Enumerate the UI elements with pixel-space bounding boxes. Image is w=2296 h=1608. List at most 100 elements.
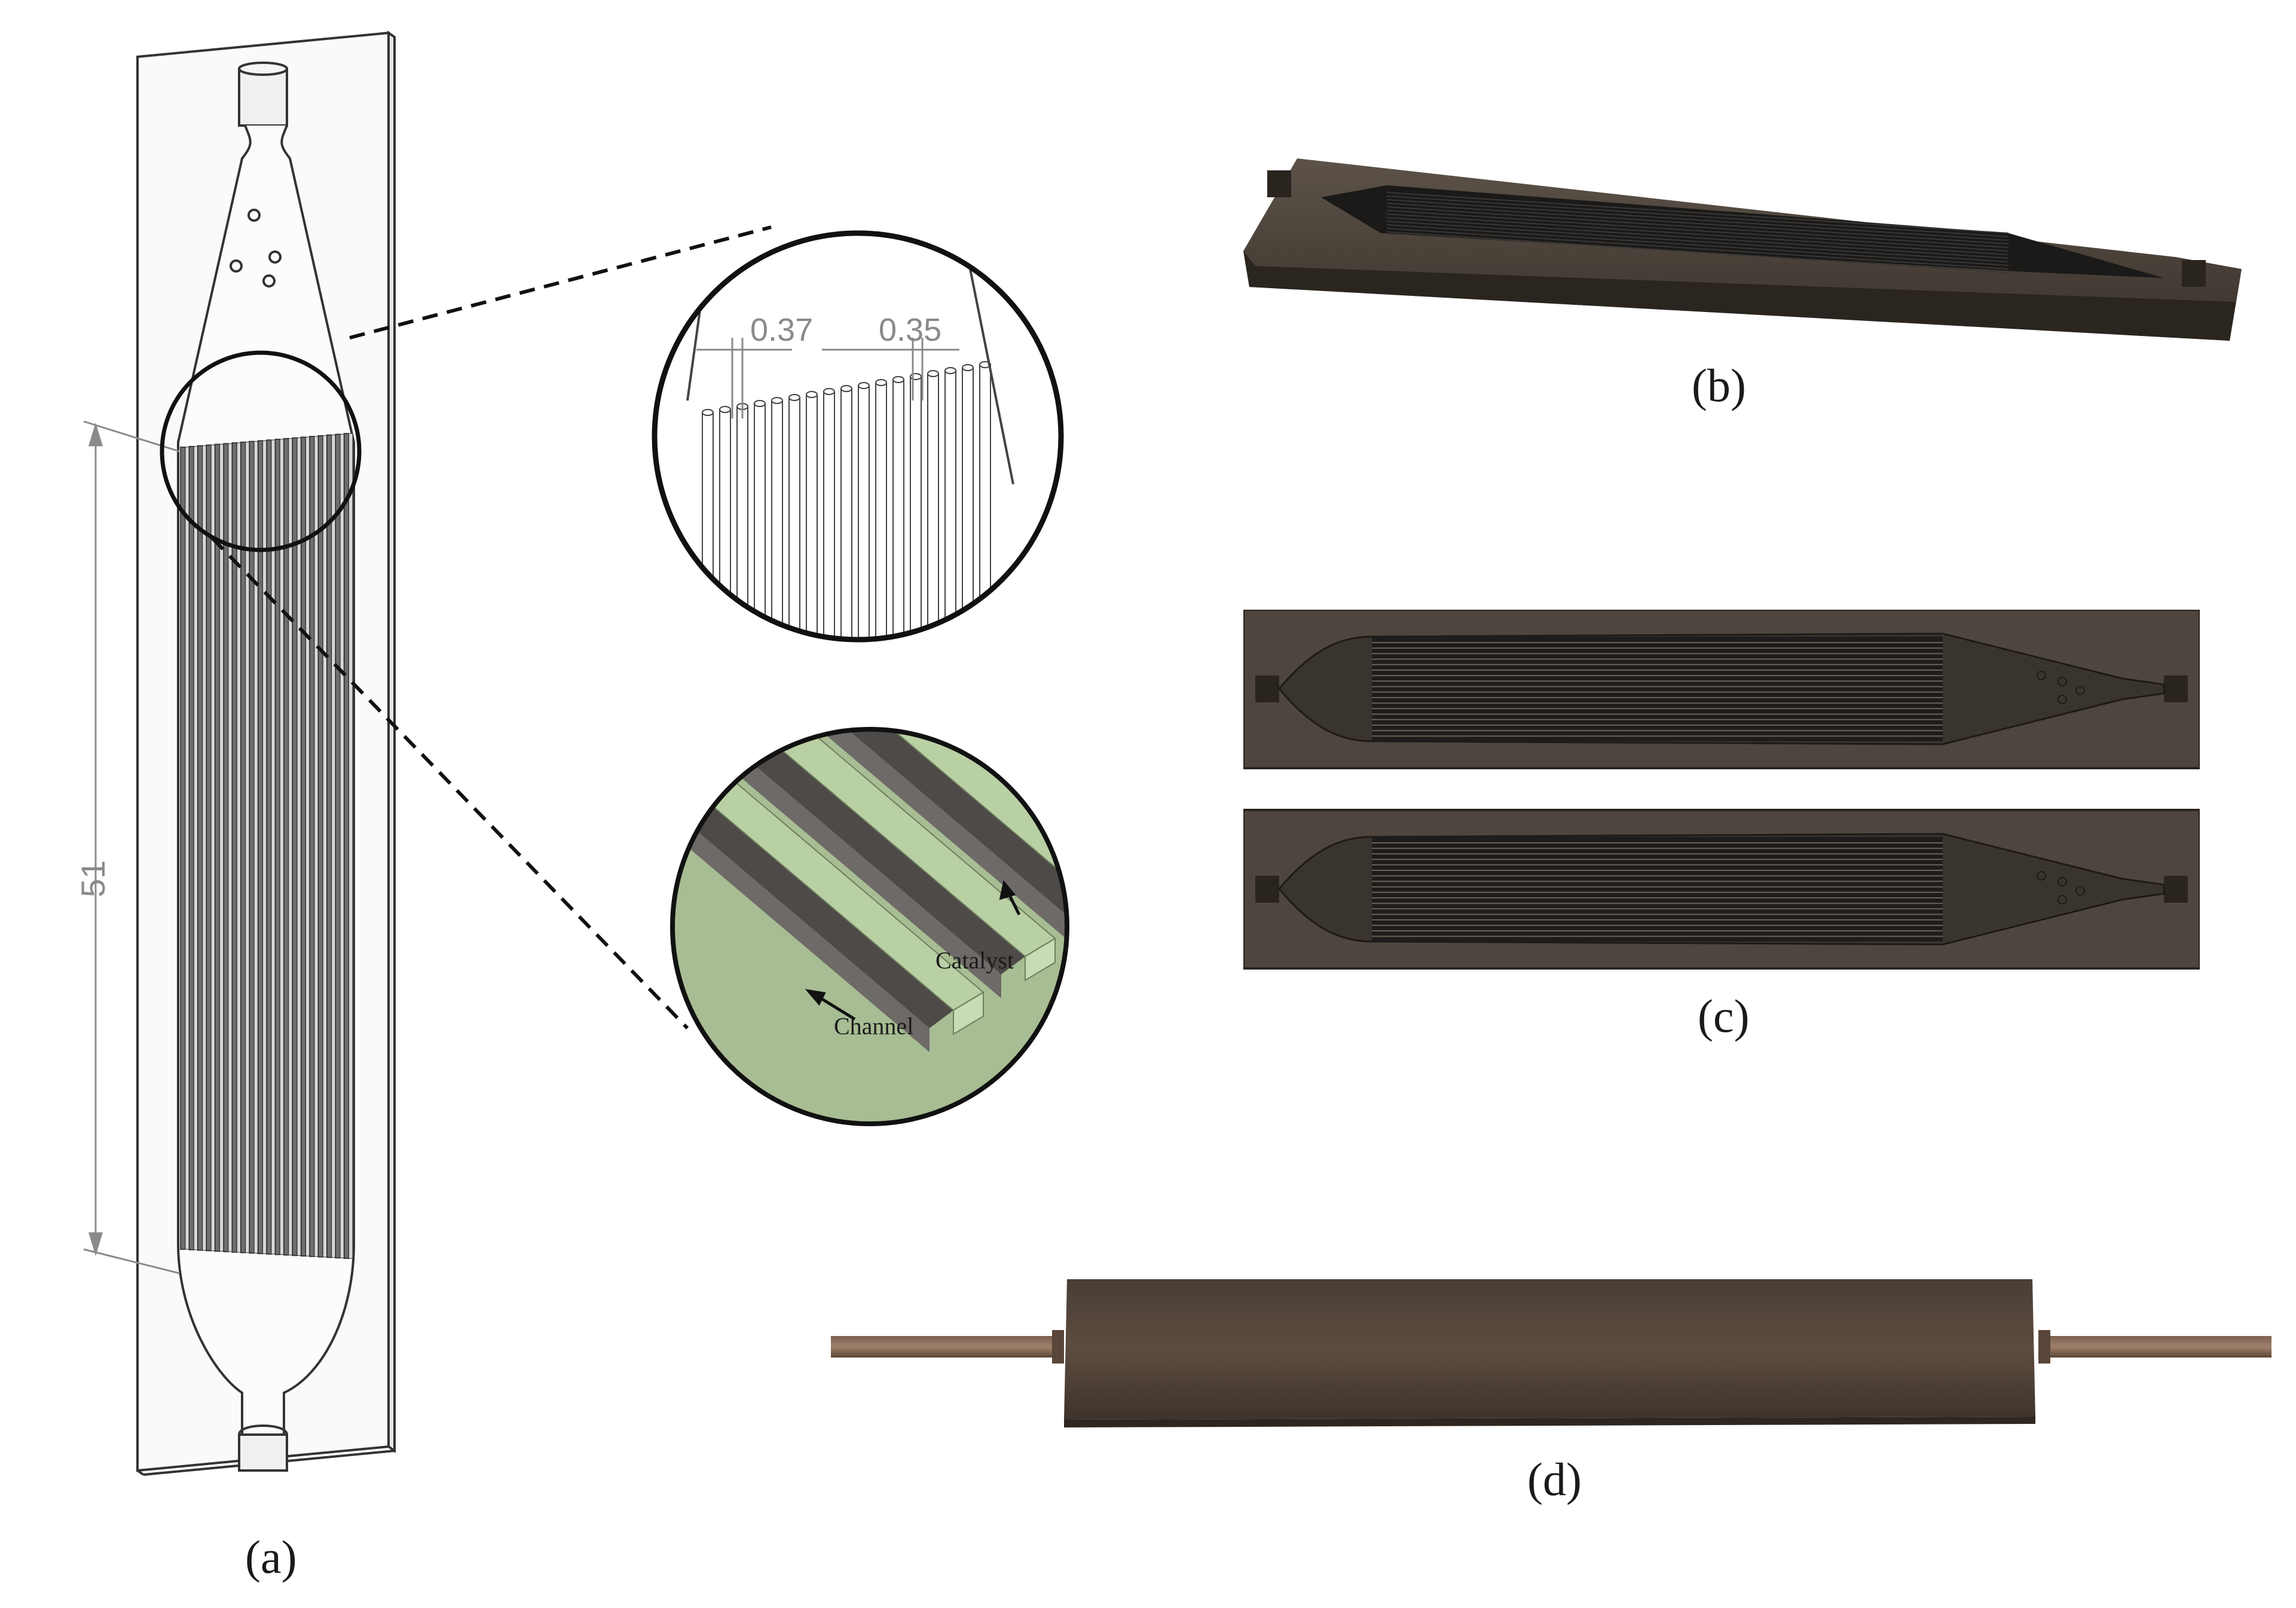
cad-channel-wall (219, 444, 224, 1252)
cad-channel (257, 440, 264, 1254)
plate-hole (2057, 895, 2067, 904)
panel-b-photo (1243, 158, 2242, 341)
zoom-top-channel (806, 394, 818, 640)
cad-channel (326, 434, 332, 1258)
cad-channel-wall (202, 445, 207, 1251)
zoom-top-channel-end (875, 379, 887, 386)
zoom-top-channel (858, 385, 870, 640)
zoom-top-channel-end (806, 391, 818, 398)
zoom-marker-circle (160, 350, 362, 552)
label-catalyst: Catalyst (935, 947, 1014, 974)
plate-edge (1243, 610, 2200, 769)
panel-b-channel (1386, 210, 2009, 252)
zoom-top-channel (944, 370, 956, 640)
cad-channel (309, 436, 315, 1257)
panel-b-channel (1386, 195, 2009, 237)
plate-hole (2057, 695, 2067, 704)
zoom-top-channel (892, 379, 904, 640)
panel-c-plates (1243, 610, 2200, 970)
zoom-top-channel (875, 382, 887, 640)
cad-channel-wall (348, 433, 353, 1259)
zoom-top-channel-end (927, 370, 939, 377)
panel-b-channel (1386, 206, 2009, 248)
zoom-top-channel (788, 397, 800, 640)
cad-channel (249, 441, 255, 1254)
dimension-51-label: 51 (74, 860, 112, 897)
panel-b-channel (1386, 199, 2009, 241)
zoom-channel-groove (798, 729, 1067, 921)
plate-hole (2057, 677, 2067, 686)
zoom-top-channel-end (823, 388, 835, 395)
zoom-top-channel-end (962, 364, 974, 371)
cad-channel-wall (210, 444, 216, 1251)
zoom-top-channel-end (771, 397, 783, 404)
plate-hole (2037, 871, 2046, 881)
zoom-top-channel (702, 412, 714, 640)
reactor-outlet-tube (2038, 1330, 2271, 1364)
panel-d-photo (831, 1279, 2271, 1427)
cad-channel (188, 446, 195, 1251)
zoom-detail-bottom: Catalyst Channel (670, 727, 1069, 1126)
panel-b-channel (1386, 213, 2009, 255)
panel-a-drawing: 51 (74, 30, 772, 1476)
cad-channel-array (180, 433, 353, 1259)
zoom-top-channel (840, 388, 852, 640)
panel-c-plate (1243, 610, 2200, 769)
plate-hole (2075, 686, 2085, 695)
zoom-top-channel-end (754, 400, 766, 407)
cad-channel-wall (296, 437, 302, 1256)
plate-hole (2057, 877, 2067, 886)
cad-channel (197, 445, 203, 1251)
cad-channel (214, 444, 221, 1252)
zoom-channel-groove (726, 729, 1025, 974)
cad-channel (317, 435, 324, 1258)
zoom-top-channel-array (702, 361, 991, 640)
zoom-catalyst-rib (1036, 729, 1067, 742)
panel-b-channel-lines (1386, 192, 2009, 273)
zoom-rib-side (726, 741, 1001, 998)
cad-channel-wall (340, 433, 345, 1258)
panel-c-photo (1243, 610, 2200, 970)
cad-channel-wall (262, 440, 267, 1254)
cad-channel (266, 439, 272, 1255)
zoom-channel-groove (672, 777, 953, 1028)
caption-c: (c) (1698, 990, 1750, 1042)
panel-b-channel (1386, 228, 2009, 270)
cad-channel (335, 433, 341, 1259)
cad-channel-wall (279, 439, 285, 1255)
zoom-top-channel (823, 391, 835, 640)
zoom-top-channel (927, 373, 939, 640)
reactor-body (1064, 1279, 2035, 1420)
zoom-top-channel-end (944, 367, 956, 374)
zoom-top-channel-end (892, 376, 904, 383)
zoom-top-channel-end (840, 385, 852, 392)
zoom-catalyst-rib-end (1025, 937, 1056, 982)
caption-d: (d) (1527, 1453, 1582, 1505)
zoom-top-channel (736, 406, 748, 640)
zoom-detail-top: 0.37 0.35 (652, 230, 1064, 643)
panel-c-plate (1243, 809, 2200, 970)
cad-channel (283, 438, 289, 1256)
plate-notch (2164, 675, 2188, 702)
plate-hole (2075, 886, 2085, 895)
cad-channel (180, 447, 186, 1250)
plate-notch (2164, 876, 2188, 903)
zoom-top-dim-right: 0.35 (879, 312, 941, 348)
cad-channel-wall (253, 441, 259, 1254)
cad-channel (292, 437, 298, 1257)
zoom-top-channel (719, 409, 731, 640)
cad-channel-wall (185, 447, 189, 1250)
panel-b-channel (1386, 192, 2009, 234)
cad-channel (274, 439, 281, 1255)
cad-channel-wall (305, 436, 310, 1257)
cad-channel-wall (322, 435, 328, 1258)
zoom-leader-lines (210, 225, 772, 1030)
plate-edge (1243, 809, 2200, 970)
plate-hole (2037, 671, 2046, 680)
zoom-top-channel-end (858, 382, 870, 389)
cad-channel (300, 436, 307, 1257)
zoom-rib-side (798, 729, 1067, 944)
zoom-rib-side (672, 795, 930, 1052)
zoom-top-channel-end (719, 406, 731, 413)
cad-channel-wall (288, 438, 293, 1256)
